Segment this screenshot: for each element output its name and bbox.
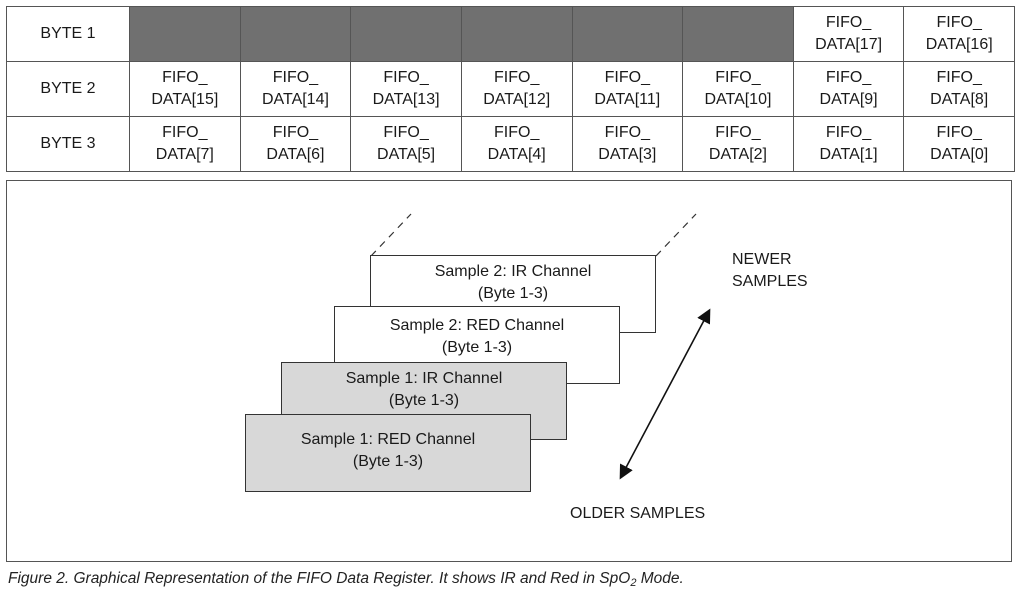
figure-caption: Figure 2. Graphical Representation of th…: [8, 570, 684, 589]
fifo-data-cell-line: DATA[11]: [594, 91, 661, 108]
fifo-data-cell: FIFO_ DATA[15]: [129, 61, 241, 117]
unused-bit-cell: [350, 6, 462, 62]
fifo-data-cell-line: DATA[13]: [372, 91, 440, 108]
fifo-data-cell-line: FIFO_: [825, 124, 872, 141]
byte-row-label: BYTE 3: [6, 116, 130, 172]
fifo-data-cell: FIFO_ DATA[7]: [129, 116, 241, 172]
fifo-data-cell: FIFO_ DATA[0]: [903, 116, 1015, 172]
fifo-data-cell: FIFO_ DATA[13]: [350, 61, 462, 117]
sample-2-red-bytes: (Byte 1-3): [441, 339, 513, 356]
fifo-data-cell-line: FIFO_: [715, 124, 761, 141]
fifo-data-cell-line: DATA[16]: [925, 36, 993, 53]
fifo-data-cell-line: DATA[15]: [151, 91, 219, 108]
fifo-data-cell: FIFO_ DATA[14]: [239, 61, 352, 117]
fifo-data-cell: FIFO_ DATA[1]: [792, 116, 905, 172]
fifo-data-cell: FIFO_ DATA[5]: [350, 116, 462, 172]
fifo-data-cell-line: DATA[5]: [377, 146, 436, 163]
sample-1-red-title: Sample 1: RED Channel: [300, 431, 476, 448]
table-row: BYTE 1 FIFO_ DATA[17] FIFO_ DATA[16]: [6, 6, 1015, 62]
sample-2-ir-title: Sample 2: IR Channel: [434, 263, 592, 280]
sample-1-red-box: Sample 1: RED Channel (Byte 1-3): [245, 414, 531, 492]
newer-samples-line-2: SAMPLES: [732, 273, 808, 290]
fifo-data-cell-line: DATA[6]: [266, 146, 325, 163]
fifo-data-cell: FIFO_ DATA[3]: [571, 116, 684, 172]
sample-2-red-title: Sample 2: RED Channel: [389, 317, 565, 334]
table-row: BYTE 2 FIFO_ DATA[15] FIFO_ DATA[14] FIFO_ DAT…: [6, 61, 1015, 117]
fifo-data-cell-line: FIFO_: [162, 69, 208, 86]
fifo-data-cell: FIFO_ DATA[16]: [903, 6, 1015, 62]
fifo-data-cell-line: DATA[7]: [155, 146, 214, 163]
fifo-data-cell-line: DATA[8]: [930, 91, 989, 108]
fifo-data-cell-line: DATA[3]: [598, 146, 657, 163]
fifo-data-cell-line: DATA[9]: [819, 91, 878, 108]
fifo-data-cell-line: FIFO_: [494, 124, 540, 141]
fifo-data-cell-line: FIFO_: [272, 124, 319, 141]
fifo-data-cell: FIFO_ DATA[12]: [460, 61, 573, 117]
newer-samples-line-1: NEWER: [732, 251, 792, 268]
fifo-data-cell-line: FIFO_: [383, 124, 429, 141]
sample-diagram: Sample 2: IR Channel (Byte 1-3) Sample 2…: [6, 180, 1012, 562]
fifo-data-cell: FIFO_ DATA[8]: [903, 61, 1015, 117]
caption-subscript: 2: [630, 577, 637, 589]
fifo-data-cell: FIFO_ DATA[4]: [460, 116, 573, 172]
fifo-data-cell-line: FIFO_: [936, 124, 982, 141]
fifo-data-cell-line: FIFO_: [162, 124, 208, 141]
sample-2-ir-bytes: (Byte 1-3): [477, 285, 549, 302]
fifo-data-cell: FIFO_ DATA[11]: [571, 61, 684, 117]
caption-suffix: Mode.: [636, 570, 684, 587]
continuation-dash-right: [655, 213, 697, 257]
newer-samples-label: NEWER SAMPLES: [732, 249, 808, 293]
fifo-data-cell-line: FIFO_: [825, 69, 872, 86]
fifo-data-cell: FIFO_ DATA[10]: [682, 61, 794, 117]
fifo-data-cell-line: DATA[2]: [708, 146, 767, 163]
unused-bit-cell: [239, 6, 352, 62]
time-direction-arrow: [619, 308, 711, 480]
fifo-data-cell-line: FIFO_: [383, 69, 429, 86]
fifo-data-cell-line: DATA[10]: [704, 91, 772, 108]
byte-row-label: BYTE 1: [6, 6, 130, 62]
sample-1-ir-title: Sample 1: IR Channel: [345, 370, 503, 387]
diagram-lines: [370, 213, 711, 480]
fifo-data-cell-line: FIFO_: [936, 69, 982, 86]
fifo-data-cell-line: DATA[17]: [815, 36, 883, 53]
unused-bit-cell: [129, 6, 241, 62]
continuation-dash-left: [370, 213, 412, 257]
fifo-data-cell-line: FIFO_: [604, 124, 650, 141]
caption-text: Figure 2. Graphical Representation of th…: [8, 570, 631, 587]
fifo-data-cell-line: FIFO_: [825, 14, 872, 31]
fifo-data-cell-line: FIFO_: [272, 69, 319, 86]
fifo-data-cell: FIFO_ DATA[9]: [792, 61, 905, 117]
sample-1-red-bytes: (Byte 1-3): [352, 453, 424, 470]
fifo-data-cell: FIFO_ DATA[6]: [239, 116, 352, 172]
fifo-data-cell-line: DATA[0]: [930, 146, 989, 163]
fifo-data-cell: FIFO_ DATA[17]: [792, 6, 905, 62]
fifo-data-cell-line: FIFO_: [936, 14, 982, 31]
fifo-data-cell-line: DATA[1]: [819, 146, 878, 163]
unused-bit-cell: [571, 6, 684, 62]
fifo-data-cell-line: FIFO_: [604, 69, 650, 86]
fifo-data-cell-line: DATA[14]: [261, 91, 329, 108]
table-row: BYTE 3 FIFO_ DATA[7] FIFO_ DATA[6] FIFO_ DATA[…: [6, 116, 1015, 172]
unused-bit-cell: [460, 6, 573, 62]
fifo-data-cell-line: FIFO_: [715, 69, 761, 86]
fifo-data-cell-line: FIFO_: [494, 69, 540, 86]
fifo-data-cell-line: DATA[4]: [487, 146, 546, 163]
fifo-data-cell: FIFO_ DATA[2]: [682, 116, 794, 172]
sample-1-ir-bytes: (Byte 1-3): [388, 392, 460, 409]
fifo-data-cell-line: DATA[12]: [483, 91, 551, 108]
byte-row-label: BYTE 2: [6, 61, 130, 117]
older-samples-label: OLDER SAMPLES: [570, 505, 706, 522]
unused-bit-cell: [682, 6, 794, 62]
